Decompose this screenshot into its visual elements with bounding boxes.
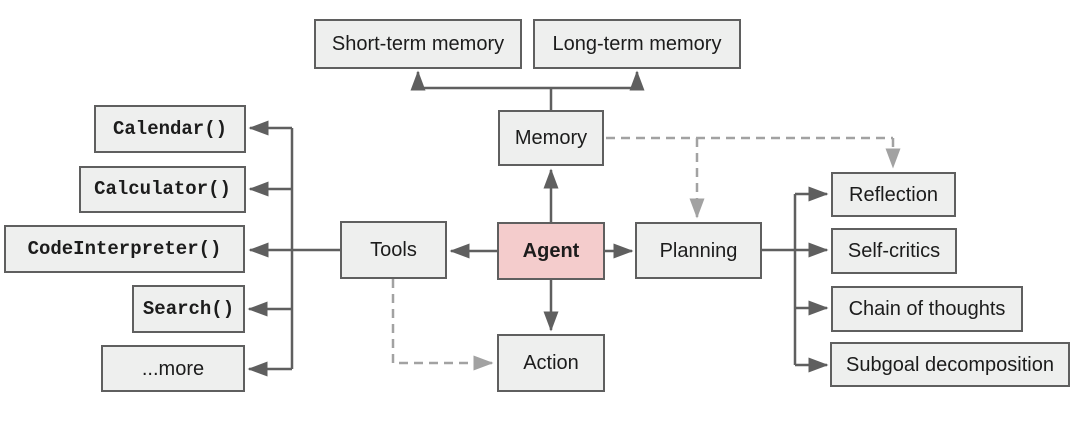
node-calendar: Calendar() <box>94 105 246 153</box>
node-short-term-memory: Short-term memory <box>314 19 522 69</box>
node-planning: Planning <box>635 222 762 279</box>
node-memory: Memory <box>498 110 604 166</box>
node-action: Action <box>497 334 605 392</box>
node-long-term-memory: Long-term memory <box>533 19 741 69</box>
node-chain-of-thoughts: Chain of thoughts <box>831 286 1023 332</box>
node-self-critics: Self-critics <box>831 228 957 274</box>
node-more: ...more <box>101 345 245 392</box>
node-tools: Tools <box>340 221 447 279</box>
node-reflection: Reflection <box>831 172 956 217</box>
node-calculator: Calculator() <box>79 166 246 213</box>
node-agent: Agent <box>497 222 605 280</box>
connector-tools-to-action-dashed <box>391 279 494 371</box>
node-search: Search() <box>132 285 245 333</box>
node-subgoal-decomposition: Subgoal decomposition <box>830 342 1070 387</box>
node-code-interpreter: CodeInterpreter() <box>4 225 245 273</box>
